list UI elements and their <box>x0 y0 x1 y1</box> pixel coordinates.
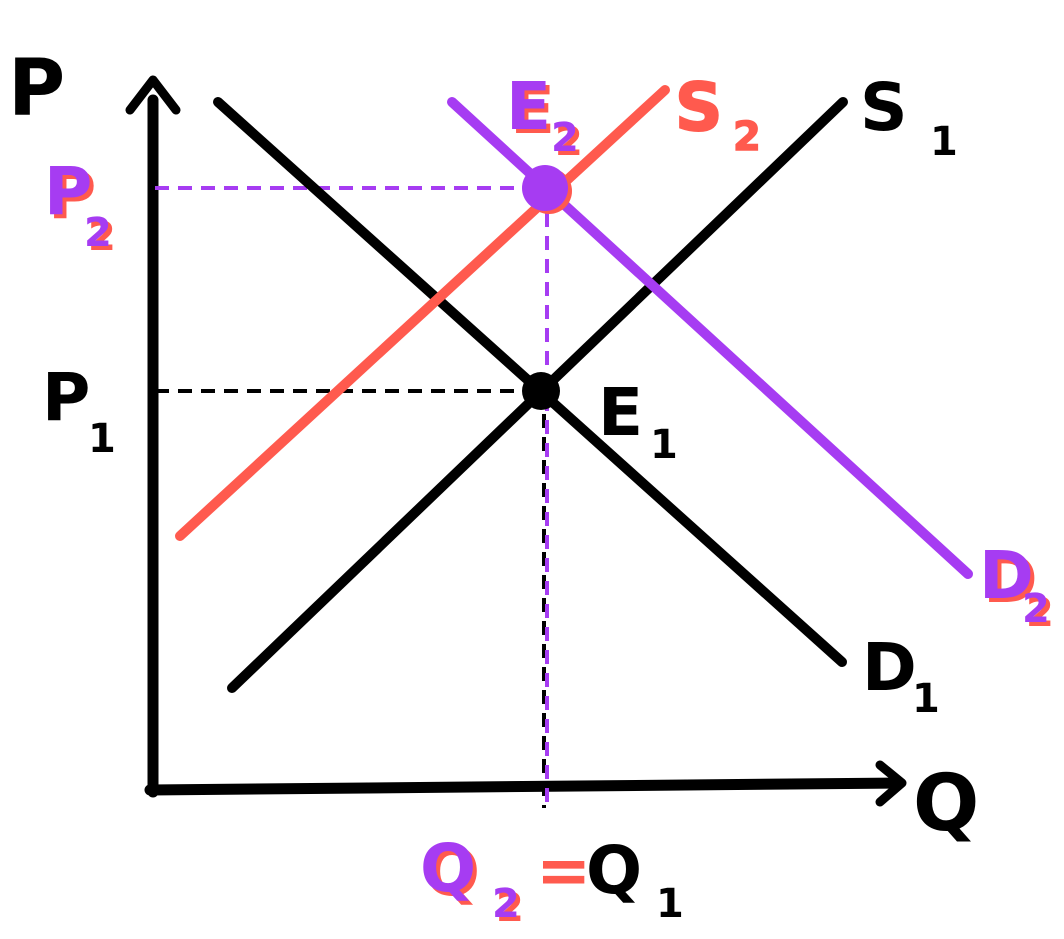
svg-text:2: 2 <box>492 881 520 927</box>
e1-label: E 1 <box>598 374 678 468</box>
svg-text:P: P <box>44 153 92 230</box>
p1-label: P 1 <box>42 359 116 462</box>
svg-text:2: 2 <box>1026 590 1054 636</box>
svg-text:1: 1 <box>930 119 958 165</box>
svg-text:2: 2 <box>496 885 524 931</box>
svg-text:E: E <box>506 68 551 145</box>
svg-text:2: 2 <box>1022 586 1050 632</box>
svg-text:1: 1 <box>650 422 678 468</box>
e1-point <box>522 372 560 410</box>
svg-text:D: D <box>979 537 1034 614</box>
s1-label: S 1 <box>860 69 958 165</box>
s2-label: S 2 <box>674 68 762 161</box>
svg-text:Q: Q <box>424 834 480 911</box>
svg-text:S: S <box>860 69 908 146</box>
svg-text:1: 1 <box>912 676 940 722</box>
svg-text:E: E <box>510 72 555 149</box>
svg-text:2: 2 <box>733 114 761 160</box>
q1-label: Q 1 <box>586 832 684 927</box>
e2-point <box>522 165 568 211</box>
svg-text:P: P <box>42 359 90 436</box>
x-axis-arrowhead <box>875 760 907 807</box>
svg-text:2: 2 <box>555 119 583 165</box>
p2-label: P P 2 2 <box>44 153 116 260</box>
svg-text:P: P <box>48 157 96 234</box>
svg-text:1: 1 <box>656 881 684 927</box>
svg-text:2: 2 <box>88 214 116 260</box>
d1-label: D 1 <box>862 629 940 722</box>
svg-text:E: E <box>598 374 643 451</box>
svg-text:D: D <box>983 541 1038 618</box>
svg-text:2: 2 <box>84 210 112 256</box>
s2-curve <box>175 85 670 541</box>
x-axis <box>144 777 904 796</box>
svg-text:S: S <box>675 69 723 146</box>
svg-text:D: D <box>862 629 917 706</box>
svg-text:Q: Q <box>420 830 476 907</box>
equals-sign: = <box>536 832 591 909</box>
y-axis-arrowhead <box>125 75 181 115</box>
svg-text:2: 2 <box>551 115 579 161</box>
quantity-axis-label: Q <box>913 759 979 849</box>
q2-label: Q Q 2 2 <box>420 830 524 931</box>
e2-label: E E 2 2 <box>506 68 583 165</box>
svg-text:Q: Q <box>586 832 642 909</box>
price-axis-label: P <box>8 44 65 134</box>
d2-label: D D 2 2 <box>979 537 1054 636</box>
svg-text:1: 1 <box>88 416 116 462</box>
